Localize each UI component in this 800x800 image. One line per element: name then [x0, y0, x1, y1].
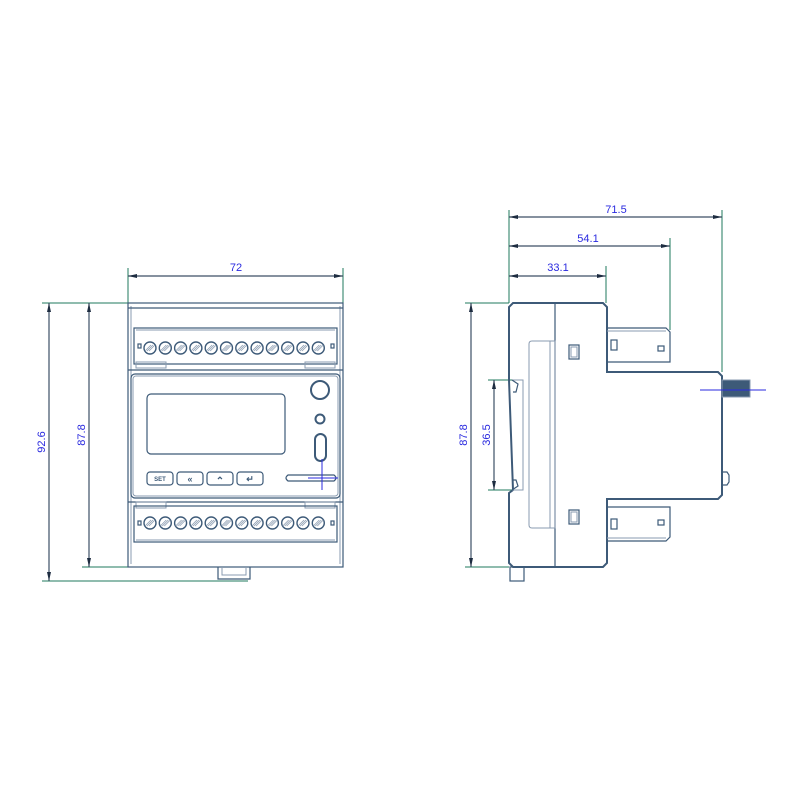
terminal-screw-icon	[173, 341, 188, 355]
terminal-screw-icon	[219, 516, 234, 530]
dim-height-87-8-side: 87.8	[458, 424, 470, 445]
terminal-screw-icon	[281, 341, 295, 355]
lcd-screen	[146, 393, 286, 455]
dim-height-87-8-front: 87.8	[76, 424, 88, 445]
small-indicator-icon	[314, 413, 326, 425]
terminal-screw-icon	[158, 516, 173, 530]
terminal-screw-icon	[296, 516, 310, 530]
terminal-screw-icon	[219, 341, 234, 355]
terminal-screw-icon	[235, 341, 249, 355]
terminal-screw-icon	[143, 341, 157, 355]
slot-indicator-icon	[314, 433, 327, 462]
terminal-screw-icon	[158, 341, 173, 355]
terminal-screw-icon	[250, 516, 264, 530]
dim-height-92-6: 92.6	[36, 431, 48, 452]
terminal-screw-icon	[311, 516, 325, 530]
up-button[interactable]: ⌃	[206, 471, 234, 487]
svg-text:↵: ↵	[246, 474, 254, 484]
terminal-screw-icon	[265, 516, 280, 530]
top-terminals	[137, 343, 335, 349]
dim-depth-33-1: 33.1	[547, 262, 568, 274]
terminal-screw-icon	[189, 341, 203, 355]
dim-depth-71-5: 71.5	[605, 204, 626, 216]
terminal-screw-icon	[265, 341, 280, 355]
terminal-screw-icon	[311, 341, 325, 355]
svg-text:⌃: ⌃	[216, 476, 224, 487]
terminal-screw-icon	[296, 341, 310, 355]
large-indicator-icon	[310, 380, 330, 400]
terminal-screws	[143, 341, 325, 530]
dim-width-72: 72	[230, 262, 242, 274]
left-button[interactable]: «	[176, 471, 204, 486]
terminal-screw-icon	[204, 516, 218, 530]
svg-text:«: «	[187, 474, 192, 484]
dim-rail-36-5: 36.5	[481, 424, 493, 445]
terminal-screw-icon	[250, 341, 264, 355]
dim-depth-54-1: 54.1	[577, 233, 598, 245]
connector-icon	[721, 379, 751, 398]
set-button[interactable]: SET	[146, 471, 174, 486]
terminal-screw-icon	[204, 341, 218, 355]
terminal-screw-icon	[281, 516, 295, 530]
terminal-screw-icon	[143, 516, 157, 530]
terminal-screw-icon	[235, 516, 249, 530]
terminal-screw-icon	[173, 516, 188, 530]
front-view: SET « ⌃ ↵	[42, 268, 344, 582]
terminal-screw-icon	[189, 516, 203, 530]
side-view	[465, 210, 766, 582]
enter-button[interactable]: ↵	[236, 471, 264, 486]
svg-text:SET: SET	[154, 477, 166, 483]
